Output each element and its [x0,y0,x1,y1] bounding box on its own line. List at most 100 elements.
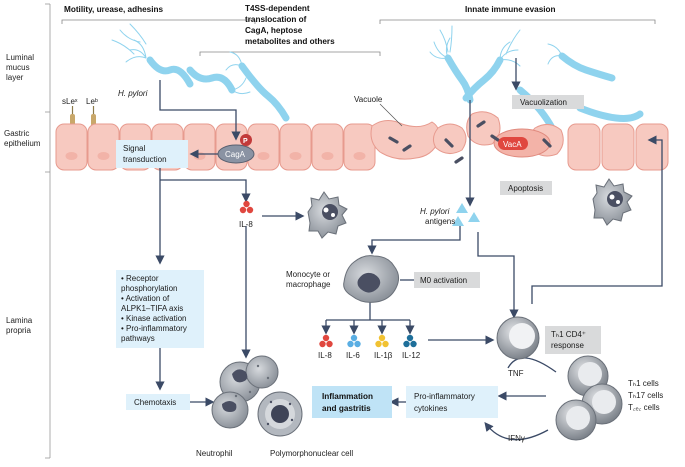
m0-label: M0 activation [420,276,467,285]
cytokine-label: IL-1β [374,351,393,360]
epithelium-label-2: epithelium [4,139,41,148]
arrows [155,58,663,441]
t4ss-header-4: metabolites and others [245,37,335,46]
cytokine-il12: IL-12 [402,334,421,360]
arc-tnf [507,357,557,373]
th1-response-label-2: response [551,341,584,350]
epithelial-cell [635,123,669,171]
epithelial-cell [601,123,635,171]
arrow-translocation [159,80,241,141]
phospho-label: P [243,138,248,145]
epithelium-label-1: Gastric [4,129,29,138]
apoptosis-label: Apoptosis [508,184,543,193]
th1-response-box [545,326,601,354]
pathway-item: • Pro-inflammatory [121,324,187,333]
t4ss-bracket [199,51,381,56]
t4ss-header-1: T4SS-dependent [245,4,310,13]
monocyte-label-1: Monocyte or [286,270,330,279]
pathways-box [116,270,204,348]
monocyte-cell [343,255,400,303]
inflammation-label-1: Inflammation [322,392,373,401]
bacterium-1 [125,39,194,88]
signal-transduction-box [116,140,188,168]
cytokine-label: IL-12 [402,351,421,360]
phospho-badge [240,134,252,146]
epithelial-cell [183,123,216,171]
epithelial-cell [311,123,344,171]
damaged-cells [370,111,564,164]
innate-header: Innate immune evasion [465,5,556,14]
pathway-item: • Kinase activation [121,314,187,323]
pathway-item: • Activation of [121,294,170,303]
cytokine-label: IL-6 [346,351,360,360]
epithelial-cell [87,123,120,171]
neutrophil-label: Neutrophil [196,449,233,458]
leb-label: Leᵇ [86,97,98,106]
innate-bracket [379,19,656,24]
t4ss-header-3: CagA, heptose [245,26,303,35]
cell-nucleus [97,152,110,160]
m0-box [414,272,480,288]
vacuolization-box [512,95,584,109]
vaca-label: VacA [503,140,522,149]
treg-cells-label: T꜀ₑ꜀ cells [628,403,660,412]
bacterium-8 [576,104,644,122]
bacterium-2 [186,66,251,95]
t-cell-cluster [555,355,623,441]
proinflam-label-2: cytokines [414,404,447,413]
apoptosis-box [500,181,552,195]
proinflam-label-1: Pro-inflammatory [414,392,475,401]
il8-top-dots [239,200,254,214]
inflammation-label-2: and gastritis [322,404,371,413]
arc-ifn [484,421,549,441]
bacterium-6 [547,43,616,82]
vacuolization-label: Vacuolization [520,98,567,107]
arrow-to-il8 [160,179,251,203]
motility-header: Motility, urease, adhesins [64,5,163,14]
pathway-item: ALPK1–TIFA axis [121,304,183,313]
th1-response-label-1: Tₕ1 CD4⁺ [551,330,586,339]
pmn-label: Polymorphonuclear cell [270,449,353,458]
il8-top-label: IL-8 [239,220,253,229]
monocyte-label-2: macrophage [286,280,331,289]
th1-cell [496,316,540,360]
spiky-cell-right [592,178,633,226]
tnf-label: TNF [508,369,524,378]
flagella-left [111,23,147,55]
inflammation-box [312,386,392,418]
caga-label: CagA [225,150,246,159]
proinflammatory-box [406,386,498,418]
luminal-layer-label-2: mucus [6,63,30,72]
bacteria-group [111,23,644,132]
vacuole-label: Vacuole [354,95,383,104]
arrow-th1-feedback [531,135,663,304]
cell-nucleus [257,152,270,160]
th17-cells-label: Tₕ17 cells [628,391,663,400]
bacterium-5 [462,41,521,102]
motility-bracket [61,19,256,24]
flagella-right [439,25,521,55]
antigen-triangles [452,203,480,226]
arrow-antigens-to-th1 [477,232,519,319]
vaca-badge [498,137,528,150]
cell-nucleus [321,152,334,160]
sle-label: sLeˣ [62,97,78,106]
pathway-item: pathways [121,334,155,343]
cytokine-il8: IL-8 [318,334,333,360]
epithelial-cell [279,123,312,171]
signal-label-1: Signal [123,144,145,153]
lamina-label-1: Lamina [6,316,33,325]
signal-label-2: transduction [123,155,167,164]
chemotaxis-box [126,394,190,410]
cytokine-il6: IL-6 [346,334,361,360]
lamina-label-2: propria [6,326,31,335]
pathway-item: • Receptor [121,274,159,283]
receptor-leb [91,106,96,126]
receptor-sle [70,106,75,126]
pmn-cell [257,391,303,437]
cell-nucleus [353,152,366,160]
luminal-layer-label-1: Luminal [6,53,34,62]
